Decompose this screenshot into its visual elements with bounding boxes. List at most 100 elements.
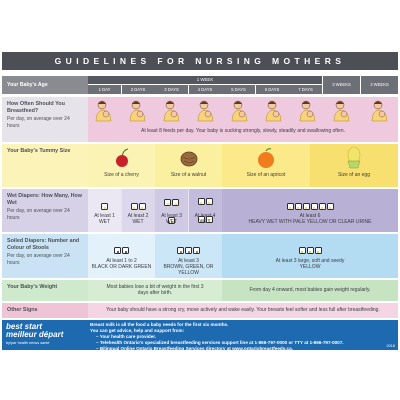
diaper-group (222, 197, 398, 215)
tummy-size-caption: Size of an apricot (246, 172, 286, 178)
age-header-label: Your Baby's Age (2, 76, 88, 94)
feeding-frequency-row: How Often Should You Breastfeed? Per day… (2, 97, 398, 142)
soiled-diapers-days-3-4: At least 3 BROWN, GREEN, OR YELLOW (155, 234, 222, 278)
day-2-label: 2 DAYS (121, 85, 155, 94)
logo-line-2: meilleur départ (6, 330, 64, 339)
feeding-frequency-title: How Often Should You Breastfeed? (7, 101, 65, 114)
diaper-group (155, 193, 188, 229)
diaper-group (189, 192, 222, 228)
week-1-label: 1 WEEK (88, 76, 322, 84)
wet-diaper-icon (197, 198, 205, 205)
weight-early-text: Most babies lose a bit of weight in the … (106, 284, 204, 296)
other-signs-text: Your baby should have a strong cry, move… (106, 307, 380, 313)
soiled-diapers-days-1-2: At least 1 to 2 BLACK OR DARK GREEN (88, 234, 155, 278)
tummy-size-caption: Size of a walnut (170, 172, 207, 178)
wet-diapers-day-2: At least 2 WET (121, 189, 155, 232)
nursing-mother-icon (95, 100, 112, 122)
wet-diaper-icon (168, 217, 175, 224)
wet-diapers-desc: WET (98, 219, 111, 225)
tummy-size-label: Your Baby's Tummy Size (2, 144, 88, 187)
wet-diapers-count: At least 2 (127, 213, 149, 219)
logo-line-1: best start (6, 322, 43, 331)
soiled-diapers-row: Soiled Diapers: Number and Colour of Sto… (2, 234, 398, 278)
nursing-mother-icon (371, 100, 388, 122)
footer-year: 2016 (386, 344, 395, 348)
day-1-label: 1 DAY (88, 85, 121, 94)
feeding-frequency-label: How Often Should You Breastfeed? Per day… (2, 97, 88, 142)
day-7-label: 7 DAYS (289, 85, 322, 94)
weight-later-cell: From day 4 onward, most babies gain weig… (222, 280, 398, 301)
nursing-mother-icon (129, 100, 146, 122)
soiled-diapers-desc: YELLOW (299, 264, 321, 270)
day-6-label: 6 DAYS (255, 85, 289, 94)
wet-diaper-icon (197, 216, 205, 223)
feeding-frequency-caption: At least 8 feeds per day. Your baby is s… (141, 128, 345, 134)
wet-diaper-icon (286, 203, 294, 210)
weight-label: Your Baby's Weight (2, 280, 88, 301)
footer-line: – Your health care provider. (96, 334, 157, 339)
soiled-diapers-desc: BLACK OR DARK GREEN (91, 264, 152, 270)
nursing-mother-icon (333, 100, 350, 122)
footer-support-info: Breast milk is all the food a baby needs… (90, 322, 390, 352)
tummy-size-caption: Size of an egg (338, 172, 370, 178)
wet-diaper-icon (138, 203, 146, 210)
tummy-size-cell-4: Size of an egg (310, 144, 398, 187)
soiled-diapers-count: At least 3 (178, 258, 199, 264)
soiled-diaper-icon (314, 247, 322, 254)
wet-diapers-desc: WET (132, 219, 144, 225)
nursing-mother-icon (265, 100, 282, 122)
wet-diapers-day-5-plus: At least 6 HEAVY WET WITH PALE YELLOW OR… (222, 189, 398, 232)
nursing-mother-icon (299, 100, 316, 122)
wet-diapers-subtitle: Per day, on average over 24 hours (7, 208, 70, 221)
footer-line: – Bilingual Online Ontario Breastfeeding… (96, 346, 293, 351)
wet-diapers-count: At least 4 (194, 213, 216, 219)
wet-diaper-icon (205, 216, 213, 223)
footer-line: – Telehealth Ontario's specialized breas… (96, 340, 344, 345)
wet-diaper-icon (294, 203, 302, 210)
wet-diapers-day-1: At least 1 WET (88, 189, 121, 232)
soiled-diapers-title: Soiled Diapers: Number and Colour of Sto… (7, 238, 80, 251)
day-3-label: 3 DAYS (155, 85, 188, 94)
other-signs-title: Other Signs (7, 307, 38, 313)
weight-later-text: From day 4 onward, most babies gain weig… (249, 287, 371, 293)
tummy-size-row: Your Baby's Tummy Size Size of a cherry … (2, 144, 398, 187)
footer-banner: best start meilleur départ by/par health… (2, 320, 398, 352)
week-1-group: 1 WEEK 1 DAY 2 DAYS 3 DAYS 4 DAYS 5 DAYS… (88, 76, 322, 94)
other-signs-label: Other Signs (2, 303, 88, 318)
cherry-icon (116, 148, 129, 167)
soiled-diaper-icon (177, 247, 184, 254)
weight-row: Your Baby's Weight Most babies lose a bi… (2, 280, 398, 301)
soiled-diaper-icon (193, 247, 200, 254)
nursing-mother-icon (197, 100, 214, 122)
tummy-size-title: Your Baby's Tummy Size (7, 148, 71, 154)
weight-early-cell: Most babies lose a bit of weight in the … (88, 280, 222, 301)
soiled-diaper-icon (306, 247, 314, 254)
page-title: GUIDELINES FOR NURSING MOTHERS (2, 52, 398, 70)
nursing-mother-icon (163, 100, 180, 122)
week-3-label-a: 3 WEEKS (323, 76, 360, 94)
tummy-size-cell-2: Size of a walnut (155, 144, 222, 187)
soiled-diapers-label: Soiled Diapers: Number and Colour of Sto… (2, 234, 88, 278)
diaper-group (122, 197, 155, 215)
apricot-icon (258, 148, 274, 168)
soiled-diapers-subtitle: Per day, on average over 24 hours (7, 253, 70, 266)
wet-diapers-label: Wet Diapers: How Many, How Wet Per day, … (2, 189, 88, 232)
diaper-group (88, 241, 155, 259)
soiled-diapers-count: At least 3 large, soft and seedy (275, 258, 345, 264)
soiled-diapers-desc: BROWN, GREEN, OR YELLOW (163, 264, 214, 276)
diaper-group (155, 241, 222, 259)
tummy-size-cell-3: Size of an apricot (222, 144, 310, 187)
wet-diaper-icon (310, 203, 318, 210)
soiled-diaper-icon (122, 247, 129, 254)
soiled-diaper-icon (298, 247, 306, 254)
wet-diaper-icon (164, 199, 171, 206)
footer-line: Breast milk is all the food a baby needs… (90, 322, 229, 327)
soiled-diapers-day-5-plus: At least 3 large, soft and seedy YELLOW (222, 234, 398, 278)
wet-diaper-icon (326, 203, 334, 210)
wet-diaper-icon (172, 199, 179, 206)
age-header-row: Your Baby's Age 1 WEEK 1 DAY 2 DAYS 3 DA… (2, 76, 398, 94)
wet-diaper-icon (302, 203, 310, 210)
tummy-size-cell-1: Size of a cherry (88, 144, 155, 187)
feeding-frequency-panel: At least 8 feeds per day. Your baby is s… (88, 97, 398, 142)
wet-diaper-icon (101, 203, 108, 210)
